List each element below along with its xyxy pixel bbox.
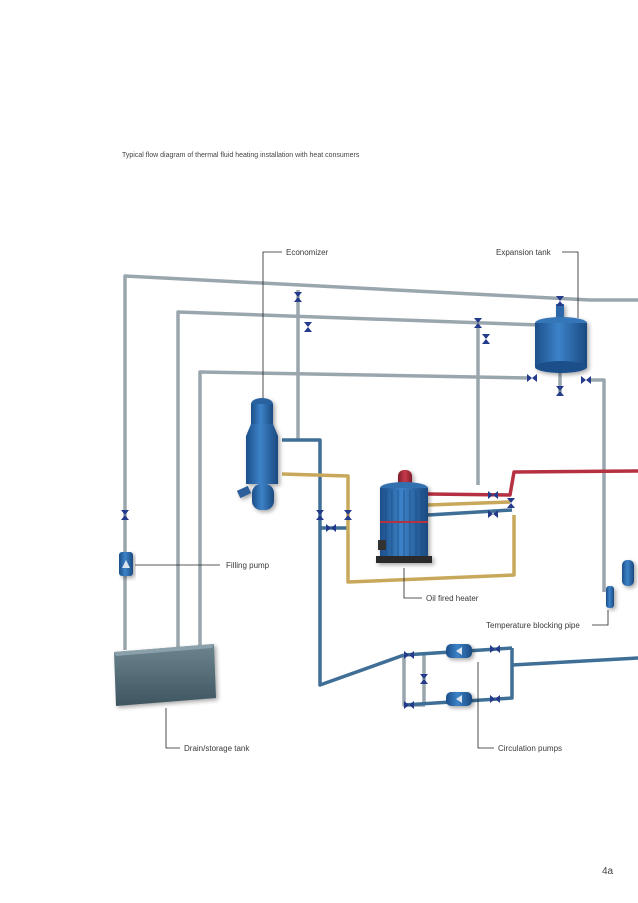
drain-storage-tank-unit bbox=[114, 644, 216, 706]
temperature-blocking-pipe-unit bbox=[606, 560, 634, 608]
valve bbox=[490, 645, 500, 653]
blue-pipe-heater-lower bbox=[427, 508, 513, 517]
valve bbox=[488, 510, 498, 518]
valve bbox=[404, 701, 414, 709]
expansion-tank-unit bbox=[535, 304, 587, 373]
leader-economizer bbox=[262, 251, 282, 398]
grey-pipe-second bbox=[176, 310, 541, 650]
leader-oil-fired-heater bbox=[403, 568, 422, 599]
blue-pipe-economizer-return bbox=[282, 438, 405, 687]
label-expansion-tank: Expansion tank bbox=[496, 248, 551, 257]
blue-pipes bbox=[282, 438, 638, 707]
yellow-pipe-flue bbox=[281, 472, 516, 584]
red-pipes bbox=[427, 469, 638, 497]
valve bbox=[294, 292, 302, 302]
valve bbox=[527, 374, 537, 382]
grey-pipe-third bbox=[198, 370, 531, 650]
leader-lines bbox=[135, 251, 609, 749]
yellow-pipes bbox=[281, 472, 516, 584]
diagram-title: Typical flow diagram of thermal fluid he… bbox=[122, 152, 360, 159]
valve bbox=[490, 695, 500, 703]
circulation-pumps-unit bbox=[446, 644, 472, 706]
oil-fired-heater-unit bbox=[376, 470, 432, 563]
grey-pipe-bypass-left bbox=[402, 655, 425, 707]
grey-pipe-outer bbox=[123, 274, 638, 650]
valve bbox=[326, 524, 336, 532]
leader-drain-storage-tank bbox=[165, 708, 180, 749]
leader-circulation-pumps bbox=[477, 662, 494, 749]
valve bbox=[581, 376, 591, 384]
valve bbox=[474, 318, 482, 328]
label-circulation-pumps: Circulation pumps bbox=[498, 744, 563, 753]
valve bbox=[304, 322, 312, 332]
filling-pump-unit bbox=[119, 552, 133, 576]
valve bbox=[420, 674, 428, 684]
valves bbox=[121, 292, 591, 709]
leader-temperature-blocking-pipe bbox=[592, 610, 609, 626]
leader-expansion-tank bbox=[562, 251, 579, 318]
valve bbox=[556, 386, 564, 396]
grey-pipes bbox=[123, 274, 638, 707]
red-pipe-supply bbox=[427, 469, 638, 497]
valve bbox=[316, 510, 324, 520]
label-filling-pump: Filling pump bbox=[226, 561, 270, 570]
label-economizer: Economizer bbox=[286, 248, 329, 257]
label-drain-storage-tank: Drain/storage tank bbox=[184, 744, 250, 753]
economizer-unit bbox=[236, 398, 278, 510]
valve bbox=[488, 491, 498, 499]
label-temperature-blocking-pipe: Temperature blocking pipe bbox=[486, 621, 580, 630]
blue-pipe-consumer-return bbox=[511, 656, 638, 667]
valve bbox=[121, 510, 129, 520]
yellow-pipe-heater-upper bbox=[427, 500, 511, 507]
page-number: 4a bbox=[602, 866, 614, 877]
grey-pipe-right-drop bbox=[590, 378, 606, 592]
valve bbox=[556, 296, 564, 306]
valve bbox=[344, 510, 352, 520]
valve bbox=[482, 334, 490, 344]
label-oil-fired-heater: Oil fired heater bbox=[426, 594, 479, 603]
valve bbox=[404, 651, 414, 659]
valve bbox=[507, 498, 515, 508]
